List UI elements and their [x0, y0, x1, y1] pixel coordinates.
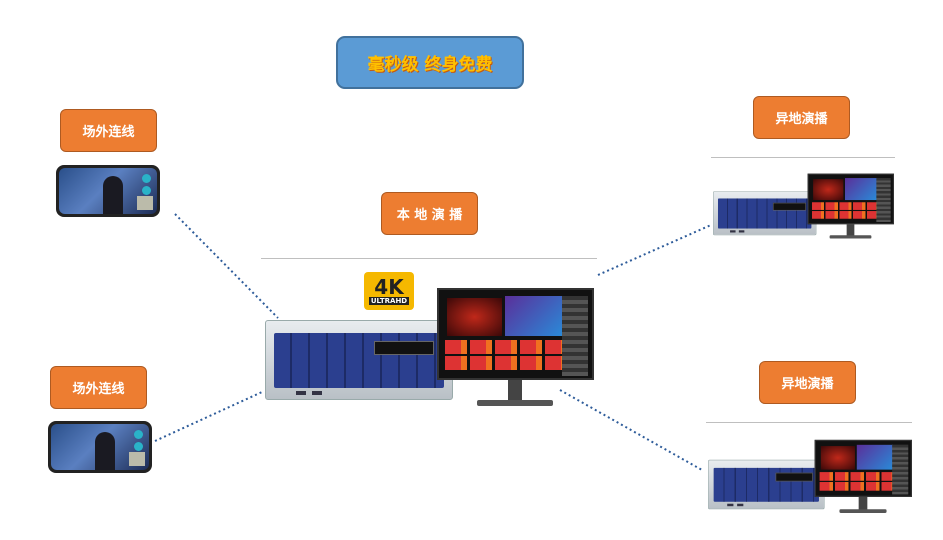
server-unit: [708, 459, 825, 510]
tag-remote-link-top: 场外连线: [60, 109, 157, 152]
server-unit: [265, 320, 453, 400]
tag-local-studio: 本 地 演 播: [381, 192, 478, 235]
connector-phone-top: [174, 213, 279, 319]
divider-offsite-top: [711, 157, 895, 158]
monitor: [807, 173, 894, 225]
badge-ultrahd: ULTRAHD: [368, 297, 410, 305]
monitor: [437, 288, 594, 380]
divider-offsite-bottom: [706, 422, 912, 423]
monitor: [814, 439, 912, 497]
badge-4k: 4K: [374, 275, 404, 299]
divider-local: [261, 258, 597, 259]
local-studio-system: [265, 285, 595, 410]
connector-phone-bottom: [154, 391, 263, 442]
server-unit: [713, 191, 817, 236]
connector-offsite-top: [597, 224, 712, 276]
tag-offsite-top: 异地演播: [753, 96, 850, 139]
tag-remote-link-bottom: 场外连线: [50, 366, 147, 409]
4k-ultrahd-badge: 4K ULTRAHD: [364, 272, 414, 310]
offsite-system-bottom: [708, 438, 913, 516]
connector-offsite-bottom: [559, 389, 703, 471]
title-banner: 毫秒级 终身免费: [336, 36, 524, 89]
phone-remote-bottom: [48, 421, 152, 473]
tag-offsite-bottom: 异地演播: [759, 361, 856, 404]
offsite-system-top: [713, 172, 895, 241]
phone-remote-top: [56, 165, 160, 217]
